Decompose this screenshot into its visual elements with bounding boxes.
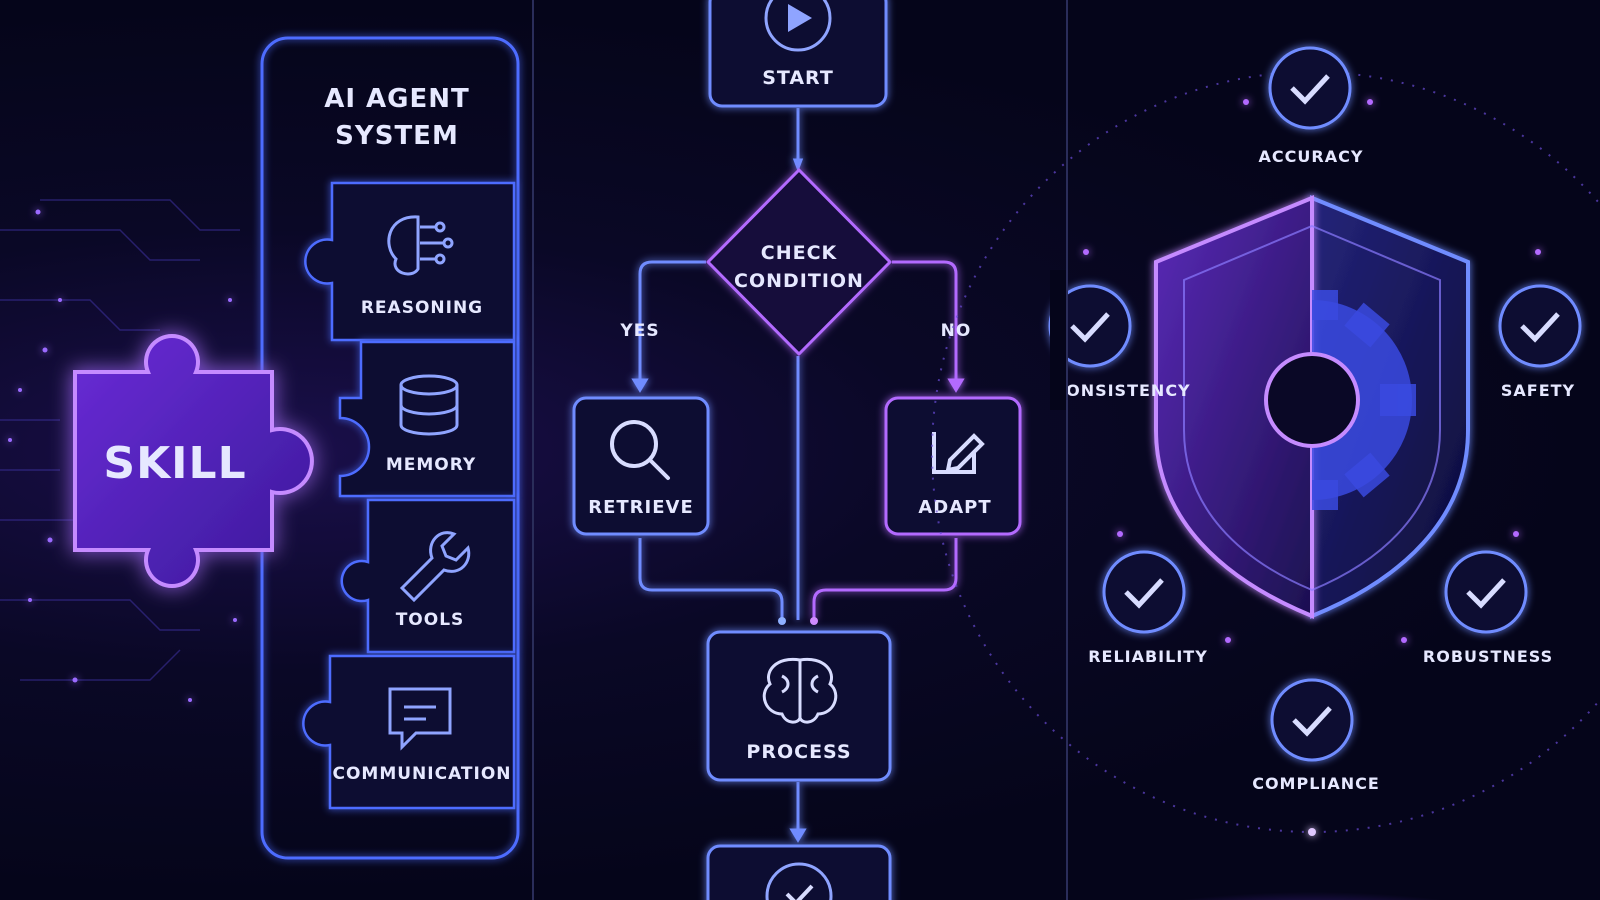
- start-node: START: [708, 0, 888, 108]
- check-badge-safety: SAFETY: [1498, 284, 1582, 400]
- database-icon: [399, 374, 459, 436]
- check-badge-robustness: ROBUSTNESS: [1423, 550, 1553, 666]
- skill-label: SKILL: [103, 438, 246, 489]
- module-reasoning: REASONING: [304, 181, 516, 342]
- check-label-accuracy: ACCURACY: [1259, 147, 1364, 166]
- process-node: PROCESS: [706, 630, 892, 782]
- orbit-dots: [1083, 99, 1541, 836]
- check-label-reliability: RELIABILITY: [1088, 647, 1208, 666]
- module-label-reasoning: REASONING: [361, 298, 483, 318]
- check-badge-compliance: COMPLIANCE: [1252, 678, 1380, 793]
- junction-dot-right: [810, 617, 818, 625]
- no-label: NO: [941, 321, 972, 341]
- check-label-safety: SAFETY: [1501, 381, 1575, 400]
- retrieve-label: RETRIEVE: [588, 497, 694, 518]
- module-memory: MEMORY: [338, 340, 516, 498]
- decision-label-line1: CHECK: [761, 242, 838, 264]
- magnifier-icon: [610, 420, 670, 480]
- end-node: [706, 844, 892, 900]
- gear-icon: [1312, 300, 1412, 500]
- check-label-robustness: ROBUSTNESS: [1423, 647, 1553, 666]
- brain-icon: [762, 657, 838, 724]
- check-icon: [1520, 312, 1560, 343]
- check-badge-accuracy: ACCURACY: [1259, 46, 1364, 166]
- junction-dot-left: [778, 617, 786, 625]
- module-label-memory: MEMORY: [386, 455, 476, 475]
- shield-gear-icon: [1154, 195, 1470, 619]
- check-icon: [1292, 706, 1332, 737]
- check-label-consistency: CONSISTENCY: [1053, 381, 1190, 400]
- start-label: START: [762, 67, 834, 89]
- decision-node: CHECK CONDITION: [706, 168, 892, 356]
- adapt-node: ADAPT: [884, 396, 1022, 536]
- retrieve-node: RETRIEVE: [572, 396, 710, 536]
- agent-system-title-line2: SYSTEM: [335, 121, 459, 151]
- brain-circuit-icon: [387, 215, 454, 276]
- flow-connectors: [631, 108, 965, 843]
- module-label-tools: TOOLS: [396, 610, 465, 630]
- module-label-communication: COMMUNICATION: [332, 764, 511, 784]
- edit-icon: [932, 432, 985, 474]
- check-icon: [1124, 578, 1164, 609]
- adapt-label: ADAPT: [918, 497, 991, 518]
- agent-system-title-line1: AI AGENT: [324, 84, 470, 114]
- check-icon: [765, 862, 833, 900]
- panel-edge-mask: [1050, 270, 1067, 410]
- check-badge-consistency: CONSISTENCY: [1048, 284, 1190, 400]
- check-icon: [1070, 312, 1110, 343]
- bottom-glow: [1112, 860, 1512, 900]
- check-icon: [1466, 578, 1506, 609]
- wrench-icon: [399, 531, 471, 603]
- decision-label-line2: CONDITION: [734, 270, 864, 292]
- process-label: PROCESS: [746, 741, 851, 763]
- module-communication: COMMUNICATION: [302, 654, 516, 810]
- chat-bubble-icon: [388, 687, 452, 751]
- play-icon: [764, 0, 832, 52]
- circuit-dots: [8, 209, 237, 702]
- yes-label: YES: [619, 321, 659, 341]
- skill-puzzle-piece: [73, 334, 314, 588]
- check-badge-reliability: RELIABILITY: [1088, 550, 1208, 666]
- module-tools: TOOLS: [340, 498, 516, 654]
- check-label-compliance: COMPLIANCE: [1252, 774, 1380, 793]
- check-icon: [1290, 74, 1330, 105]
